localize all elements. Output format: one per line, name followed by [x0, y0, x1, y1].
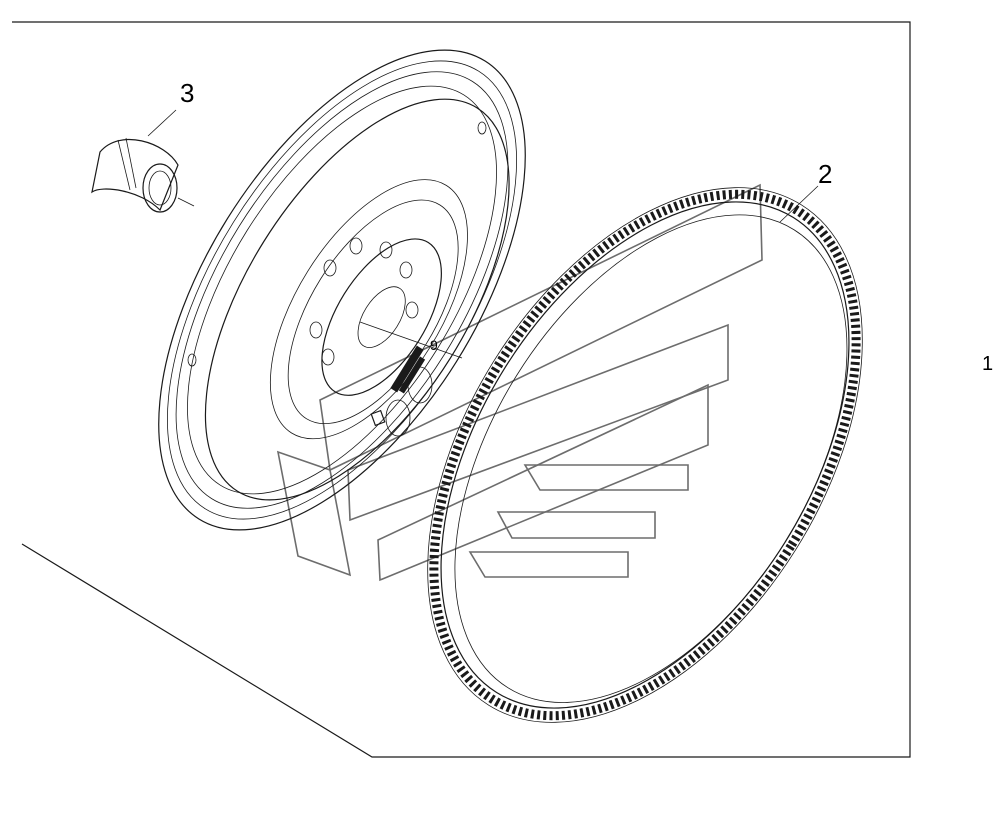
- pilot-bushing-drawing: [91, 109, 195, 213]
- flywheel-bolt-holes: [187, 121, 487, 437]
- watermark-logo: [276, 183, 763, 582]
- callout-assembly: 1: [982, 353, 993, 375]
- callout-ring-gear: 2: [818, 159, 832, 189]
- flywheel-drawing: [158, 49, 526, 531]
- ring-gear-drawing: [427, 187, 863, 723]
- flywheel-timing-marks: [359, 321, 463, 427]
- assembly-frame: [12, 21, 911, 758]
- callout-bushing: 3: [180, 78, 194, 108]
- ring-gear-leader: [779, 185, 819, 223]
- flywheel-mark-label: 9: [430, 337, 438, 353]
